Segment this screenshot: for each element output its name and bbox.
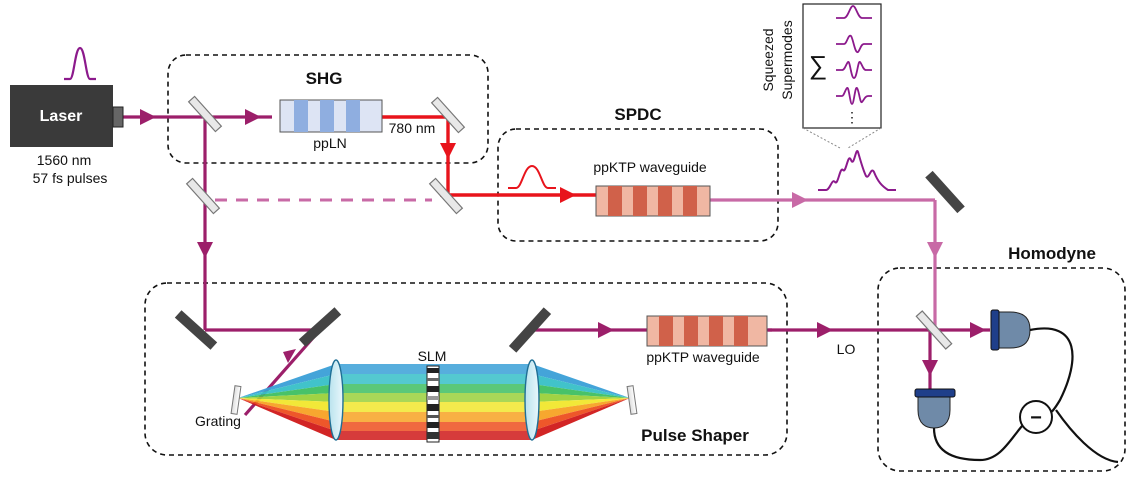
second-harmonic-arrowheads bbox=[440, 143, 576, 203]
laser-wavelength-label: 1560 nm bbox=[37, 152, 91, 168]
beamsplitter-lower bbox=[185, 177, 221, 215]
spectral-fan-right bbox=[532, 364, 630, 440]
ppktp-top-label: ppKTP waveguide bbox=[593, 159, 707, 175]
homodyne-label: Homodyne bbox=[1008, 244, 1096, 263]
laser-pulses-label: 57 fs pulses bbox=[33, 170, 108, 186]
ppktp-top-crystal bbox=[595, 185, 711, 217]
beamsplitter-homodyne bbox=[915, 310, 953, 350]
shg-label: SHG bbox=[306, 69, 343, 88]
grating-label: Grating bbox=[195, 413, 241, 429]
lens-right bbox=[524, 359, 540, 441]
beamsplitter-combiner bbox=[428, 177, 464, 215]
homodyne-box bbox=[877, 267, 1126, 472]
spdc-label: SPDC bbox=[614, 105, 661, 124]
beamsplitters bbox=[185, 95, 953, 350]
grating-left bbox=[230, 385, 242, 415]
lens-left bbox=[328, 359, 344, 441]
slm-label: SLM bbox=[418, 348, 447, 364]
beamsplitter-input bbox=[187, 95, 223, 133]
squeezed-pulse-icon bbox=[818, 149, 896, 191]
mirror-ps-left bbox=[174, 310, 218, 350]
laser-label: Laser bbox=[40, 108, 83, 125]
ppktp-bottom-crystal bbox=[646, 315, 768, 347]
supermode-waveforms bbox=[836, 5, 872, 105]
detector-right bbox=[990, 309, 1031, 351]
supermodes-panel bbox=[802, 3, 882, 129]
supermodes-pointer-right bbox=[847, 127, 882, 149]
mirror-ps-output bbox=[508, 307, 552, 353]
lo-label: LO bbox=[837, 341, 856, 357]
detector-wires bbox=[932, 327, 1119, 464]
supermodes-label: Supermodes bbox=[779, 20, 795, 99]
laser-pulse-icon bbox=[64, 46, 96, 81]
spdc-pulse-icon bbox=[508, 164, 556, 189]
mirror-top-right bbox=[925, 170, 965, 214]
spectral-fan-left bbox=[238, 364, 336, 440]
supermodes-pointer-left bbox=[802, 127, 841, 149]
wavelength-780-label: 780 nm bbox=[389, 120, 436, 136]
detector-bottom bbox=[914, 388, 956, 429]
laser-box bbox=[10, 85, 113, 147]
ppln-crystal bbox=[279, 99, 383, 133]
ppktp-bottom-label: ppKTP waveguide bbox=[646, 349, 760, 365]
beamsplitter-shg-out bbox=[430, 96, 466, 134]
spdc-box bbox=[497, 128, 779, 242]
squeezed-label: Squeezed bbox=[760, 28, 776, 91]
sum-symbol: ∑ bbox=[809, 50, 828, 80]
pulse-shaper-box bbox=[144, 282, 788, 456]
pulse-shaper-label: Pulse Shaper bbox=[641, 426, 749, 445]
shg-box bbox=[167, 54, 489, 164]
grating-right bbox=[626, 385, 638, 415]
squeezed-arrowheads bbox=[792, 192, 943, 258]
mirror-ps-right bbox=[298, 307, 342, 347]
subtractor-minus: − bbox=[1030, 407, 1042, 429]
subtractor-circle bbox=[1019, 400, 1053, 434]
ppln-label: ppLN bbox=[313, 135, 346, 151]
supermodes-ellipsis: ⋮ bbox=[845, 109, 859, 125]
slm-mask bbox=[426, 365, 440, 443]
laser-output-port bbox=[112, 106, 124, 128]
squeezed-beams bbox=[710, 198, 937, 330]
fundamental-arrowheads bbox=[140, 109, 986, 376]
